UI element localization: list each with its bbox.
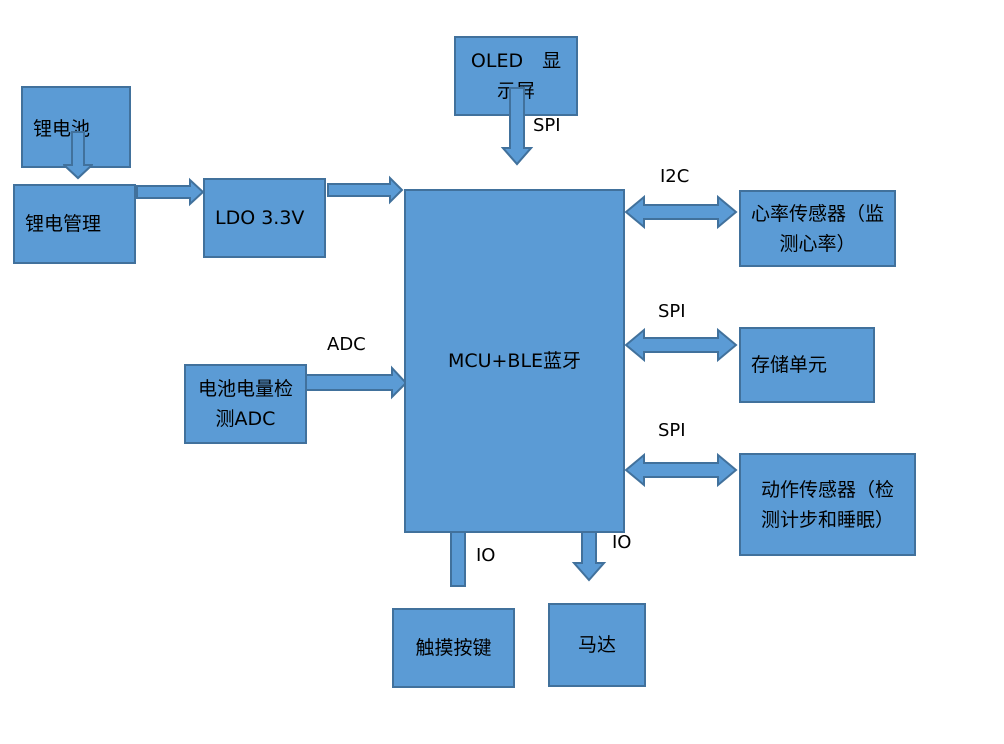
interface-label-touch-key: IO bbox=[476, 545, 496, 566]
block-motor: 马达 bbox=[548, 603, 646, 687]
block-heart-rate-sensor-label: 心率传感器（监测心率） bbox=[750, 202, 884, 255]
block-ldo-label: LDO 3.3V bbox=[215, 207, 305, 229]
block-charge-management-label: 锂电管理 bbox=[25, 213, 102, 235]
interface-label-oled: SPI bbox=[533, 115, 561, 136]
arrow-battery-to-charger-overlay bbox=[63, 131, 93, 180]
block-touch-key: 触摸按键 bbox=[392, 608, 515, 688]
block-motion-sensor-label: 动作传感器（检测计步和睡眠） bbox=[760, 478, 894, 531]
block-ldo: LDO 3.3V bbox=[203, 178, 326, 258]
interface-label-motion: SPI bbox=[658, 420, 686, 441]
interface-label-heart-rate: I2C bbox=[660, 166, 690, 187]
block-charge-management: 锂电管理 bbox=[13, 184, 136, 264]
arrow-adc-to-mcu bbox=[305, 365, 408, 400]
interface-label-storage: SPI bbox=[658, 301, 686, 322]
block-storage-unit: 存储单元 bbox=[739, 327, 875, 403]
interface-label-adc: ADC bbox=[327, 334, 366, 355]
block-storage-unit-label: 存储单元 bbox=[751, 354, 828, 376]
arrow-mcu-motion bbox=[624, 452, 738, 488]
block-mcu-ble-label: MCU+BLE蓝牙 bbox=[447, 350, 582, 372]
block-mcu-ble: MCU+BLE蓝牙 bbox=[404, 189, 625, 533]
block-battery-adc-label: 电池电量检测ADC bbox=[198, 378, 294, 430]
block-oled-display: OLED 显示屏 bbox=[454, 36, 578, 116]
interface-label-motor: IO bbox=[612, 532, 632, 553]
block-motion-sensor: 动作传感器（检测计步和睡眠） bbox=[739, 453, 916, 556]
block-touch-key-label: 触摸按键 bbox=[415, 637, 492, 659]
arrow-ldo-to-mcu bbox=[327, 175, 404, 205]
arrow-mcu-heart-rate bbox=[624, 194, 738, 230]
block-heart-rate-sensor: 心率传感器（监测心率） bbox=[739, 190, 896, 267]
arrow-oled-to-mcu-overlay bbox=[501, 87, 533, 166]
block-battery-adc: 电池电量检测ADC bbox=[184, 364, 307, 444]
arrow-mcu-storage bbox=[624, 327, 738, 363]
block-motor-label: 马达 bbox=[577, 634, 616, 656]
arrow-charger-to-ldo bbox=[136, 177, 205, 207]
